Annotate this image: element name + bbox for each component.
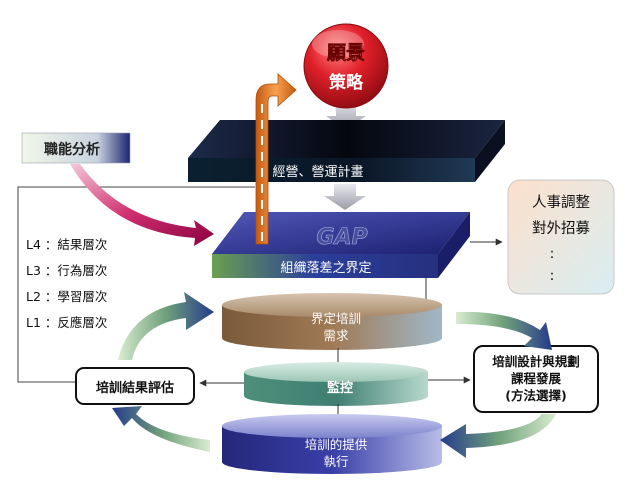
gap-title: GAP xyxy=(316,225,367,250)
delivery-label-1: 培訓的提供 xyxy=(305,437,368,452)
design-box: 培訓設計與規劃 課程發展 (方法選擇) xyxy=(473,345,599,413)
business-plan-label: 經營、營運計畫 xyxy=(272,164,363,180)
training-needs-disc: 界定培訓 需求 xyxy=(222,293,442,350)
delivery-label-2: 執行 xyxy=(323,454,348,469)
cycle-arrow-eval-to-needs xyxy=(118,292,214,360)
level-l1: L1 ：反應層次 xyxy=(26,315,108,330)
design-label-1: 培訓設計與規劃 xyxy=(492,354,580,369)
magenta-curved-arrow xyxy=(70,164,214,246)
gap-label: 組織落差之界定 xyxy=(280,261,371,276)
orange-up-arrow xyxy=(255,73,297,245)
evaluation-label: 培訓結果評估 xyxy=(96,380,174,396)
cycle-arrow-design-to-delivery xyxy=(440,414,556,458)
gap-slab: GAP 組織落差之界定 xyxy=(212,212,470,278)
design-label-2: 課程發展 xyxy=(511,371,562,386)
cycle-arrow-needs-to-design xyxy=(456,311,552,350)
cycle-arrow-delivery-to-eval xyxy=(112,406,210,452)
competency-analysis-box: 職能分析 xyxy=(21,132,131,164)
feedback-loop-line xyxy=(17,186,255,383)
monitor-disc: 監控 xyxy=(244,362,428,406)
business-plan-slab: 經營、營運計畫 xyxy=(188,120,505,182)
external-recruit-label: 對外招募 xyxy=(532,220,590,237)
hr-ellipsis-2: : xyxy=(550,268,555,284)
hr-actions-box: 人事調整 對外招募 : : xyxy=(507,179,615,295)
evaluation-box: 培訓結果評估 xyxy=(75,367,195,405)
level-l3: L3 ：行為層次 xyxy=(26,263,108,278)
design-label-3: (方法選擇) xyxy=(505,388,566,403)
plan-down-arrow xyxy=(324,184,366,210)
vision-label: 願景 xyxy=(327,42,365,64)
level-l2: L2 ：學習層次 xyxy=(26,289,108,304)
delivery-disc: 培訓的提供 執行 xyxy=(222,414,442,474)
monitor-label: 監控 xyxy=(327,380,353,396)
vision-strategy-node: 願景 策略 xyxy=(303,23,389,109)
hr-adjust-label: 人事調整 xyxy=(532,194,590,211)
hr-ellipsis-1: : xyxy=(550,246,555,262)
needs-label-2: 需求 xyxy=(323,328,349,343)
needs-label-1: 界定培訓 xyxy=(311,311,361,326)
competency-label: 職能分析 xyxy=(44,141,100,158)
strategy-label: 策略 xyxy=(329,72,364,93)
level-l4: L4 ：結果層次 xyxy=(26,237,108,252)
